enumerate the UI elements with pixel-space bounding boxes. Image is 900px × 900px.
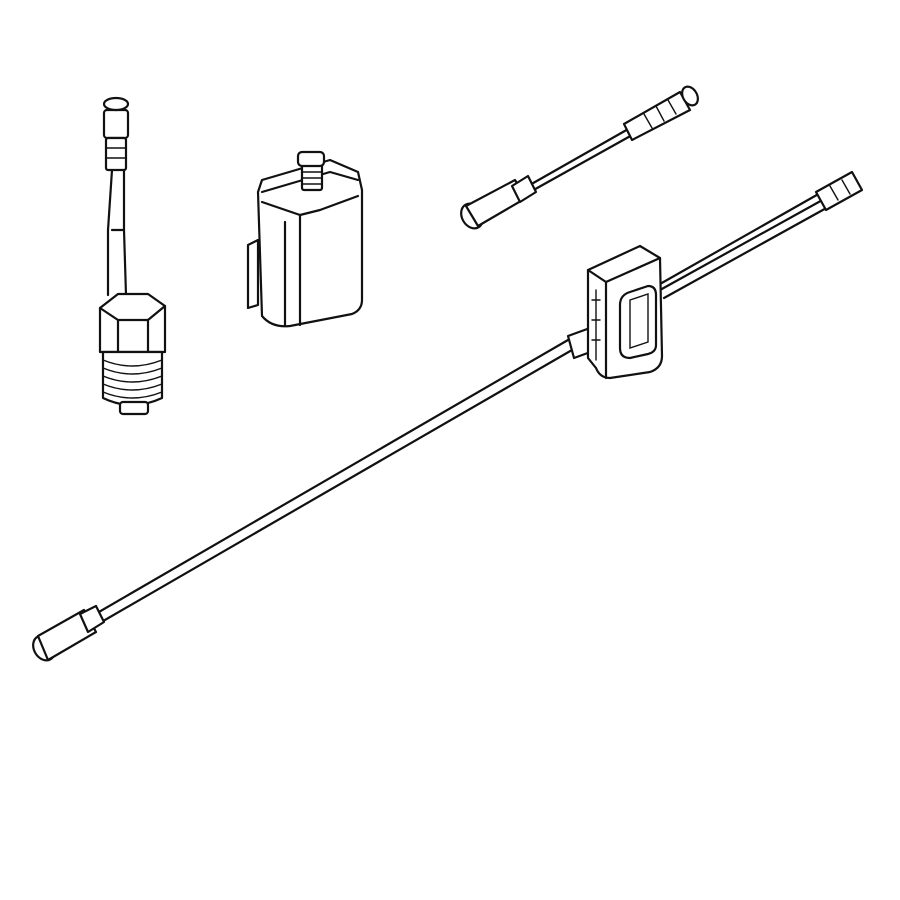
extension-cable-icon [460, 85, 699, 230]
sensor-cable-icon [32, 170, 864, 662]
battery-pack-icon [246, 150, 364, 328]
solenoid-valve-icon [98, 96, 167, 416]
